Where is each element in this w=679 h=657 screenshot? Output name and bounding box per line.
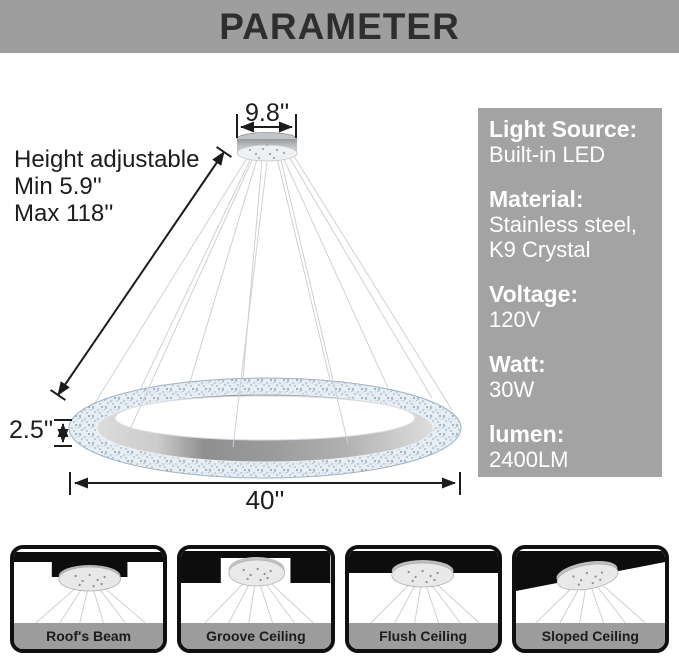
spec-label: Material: xyxy=(489,186,584,212)
mounting-option-groove-ceiling: Groove Ceiling xyxy=(177,545,335,653)
mounting-option-label: Flush Ceiling xyxy=(348,623,498,649)
spec-value: Stainless steel, K9 Crystal xyxy=(489,212,637,262)
mounting-option-label: Groove Ceiling xyxy=(181,623,331,649)
roofs-beam-graphic xyxy=(14,552,164,623)
spec-label: lumen: xyxy=(489,421,565,447)
flush-ceiling-graphic xyxy=(348,551,498,623)
spec-value: Built-in LED xyxy=(489,142,606,167)
spec-label: Light Source: xyxy=(489,116,638,142)
dimension-canopy-width: 9.8'' xyxy=(245,99,290,127)
spec-material: Material: Stainless steel, K9 Crystal xyxy=(489,186,660,263)
spec-panel: Light Source: Built-in LED Material: Sta… xyxy=(478,108,662,477)
spec-value: 30W xyxy=(489,377,535,402)
spec-label: Watt: xyxy=(489,351,546,377)
ceiling-canopy xyxy=(236,132,298,162)
mounting-option-flush-ceiling: Flush Ceiling xyxy=(344,545,502,653)
mounting-option-sloped-ceiling: Sloped Ceiling xyxy=(511,545,669,653)
sloped-ceiling-graphic xyxy=(515,551,665,623)
ring-hole xyxy=(114,395,416,441)
page-title: PARAMETER xyxy=(219,6,460,47)
dimension-ring-thickness: 2.5'' xyxy=(9,416,54,444)
spec-lumen: lumen: 2400LM xyxy=(489,421,660,473)
dimension-arrows xyxy=(50,114,461,495)
mounting-option-label: Sloped Ceiling xyxy=(515,623,665,649)
mounting-options-row: Roof's Beam Groove C xyxy=(0,545,679,653)
spec-value: 2400LM xyxy=(489,447,569,472)
mounting-option-roofs-beam: Roof's Beam xyxy=(10,545,168,653)
header-banner: PARAMETER xyxy=(0,0,679,53)
spec-value: 120V xyxy=(489,307,541,332)
spec-light-source: Light Source: Built-in LED xyxy=(489,116,660,168)
spec-watt: Watt: 30W xyxy=(489,351,660,403)
dimension-ring-diameter: 40'' xyxy=(245,485,285,515)
height-adjustable-note: Height adjustable Min 5.9'' Max 118'' xyxy=(14,146,200,227)
mounting-option-label: Roof's Beam xyxy=(14,623,164,649)
spec-label: Voltage: xyxy=(489,281,579,307)
spec-voltage: Voltage: 120V xyxy=(489,281,660,333)
groove-ceiling-graphic xyxy=(181,551,331,623)
crystal-ring xyxy=(68,377,462,479)
